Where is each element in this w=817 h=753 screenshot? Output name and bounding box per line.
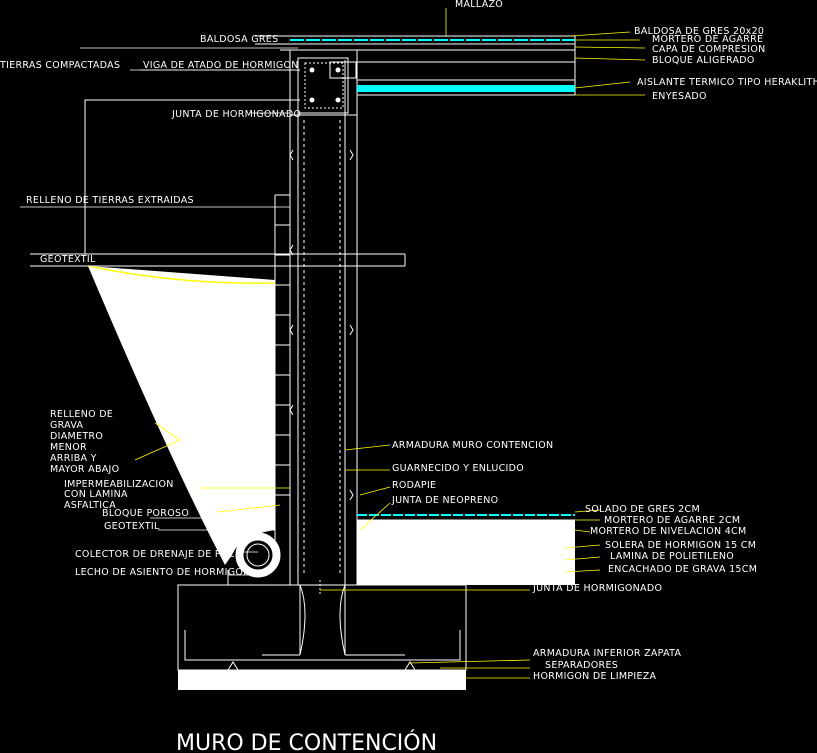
leader-lines (134, 8, 646, 679)
lower-floor (357, 514, 575, 585)
reference-lines (20, 47, 300, 576)
label-colector: COLECTOR DE DRENAJE DE PVC (75, 549, 235, 560)
label-mallazo: MALLAZO (455, 0, 503, 10)
label-armadura-zapata: ARMADURA INFERIOR ZAPATA (533, 648, 682, 659)
label-enyesado: ENYESADO (652, 91, 707, 102)
label-mortero-nivelacion: MORTERO DE NIVELACION 4CM (590, 526, 747, 537)
label-viga-atado: VIGA DE ATADO DE HORMIGON (143, 60, 299, 71)
label-rodapie: RODAPIE (392, 480, 436, 491)
label-junta-hormigonado-bottom: JUNTA DE HORMIGONADO (532, 583, 662, 594)
label-bloque-poroso: BLOQUE POROSO (102, 508, 189, 519)
label-baldosa-gres-left: BALDOSA GRES (200, 34, 278, 45)
label-guarnecido: GUARNECIDO Y ENLUCIDO (392, 463, 524, 474)
label-impermeabilizacion-2: CON LAMINA (64, 489, 128, 500)
label-tierras-compactadas: TIERRAS COMPACTADAS (0, 60, 120, 71)
label-impermeabilizacion-3: ASFALTICA (64, 500, 116, 511)
geotextil-curve (87, 265, 276, 284)
geotextil-band (30, 253, 406, 267)
label-junta-neopreno: JUNTA DE NEOPRENO (391, 495, 498, 506)
label-capa-compresion: CAPA DE COMPRESION (652, 44, 766, 55)
label-separadores: SEPARADORES (545, 660, 618, 671)
backfill-outline (84, 99, 300, 254)
label-relleno-grava-1: RELLENO DE (50, 409, 113, 420)
label-lamina-polietileno: LAMINA DE POLIETILENO (610, 551, 734, 562)
footing (177, 580, 467, 671)
label-impermeabilizacion-1: IMPERMEABILIZACION (64, 479, 174, 490)
label-relleno-grava-6: MAYOR ABAJO (50, 464, 119, 475)
label-solado-gres: SOLADO DE GRES 2CM (585, 504, 700, 515)
label-lecho-asiento: LECHO DE ASIENTO DE HORMIGON (75, 567, 251, 578)
drawing-title: MURO DE CONTENCIÓN (176, 730, 437, 753)
label-geotextil-bottom: GEOTEXTIL (104, 521, 160, 532)
label-solera: SOLERA DE HORMIGON 15 CM (605, 540, 756, 551)
porous-block-column (274, 194, 290, 560)
tie-beam (289, 49, 358, 116)
thermal-insulation (357, 85, 575, 92)
label-baldosa-gres-right: BALDOSA DE GRES 20x20 (634, 26, 764, 37)
label-armadura-muro: ARMADURA MURO CONTENCION (392, 440, 553, 451)
label-bloque-aligerado: BLOQUE ALIGERADO (652, 55, 755, 66)
label-relleno-grava-2: GRAVA (50, 420, 84, 431)
label-relleno-grava-3: DIAMETRO (50, 431, 103, 442)
label-relleno-grava-5: ARRIBA Y (50, 453, 97, 464)
label-mortero-agarre: MORTERO DE AGARRE (652, 34, 763, 45)
blinding-concrete (178, 670, 466, 690)
label-encachado: ENCACHADO DE GRAVA 15CM (608, 564, 757, 575)
wall-ties (289, 149, 354, 501)
label-aislante: AISLANTE TERMICO TIPO HERAKLITH (637, 77, 817, 88)
label-hormigon-limpieza: HORMIGON DE LIMPIEZA (533, 671, 657, 682)
label-relleno-tierras: RELLENO DE TIERRAS EXTRAIDAS (26, 195, 194, 206)
gravel-fill-area (88, 266, 275, 565)
label-junta-hormigonado-top: JUNTA DE HORMIGONADO (171, 109, 301, 120)
label-mortero-agarre-2: MORTERO DE AGARRE 2CM (604, 515, 740, 526)
label-geotextil-top: GEOTEXTIL (40, 254, 96, 265)
concrete-wall (289, 60, 358, 585)
upper-slab (255, 35, 576, 96)
drain-pipe (227, 532, 291, 586)
label-relleno-grava-4: MENOR (50, 442, 87, 453)
